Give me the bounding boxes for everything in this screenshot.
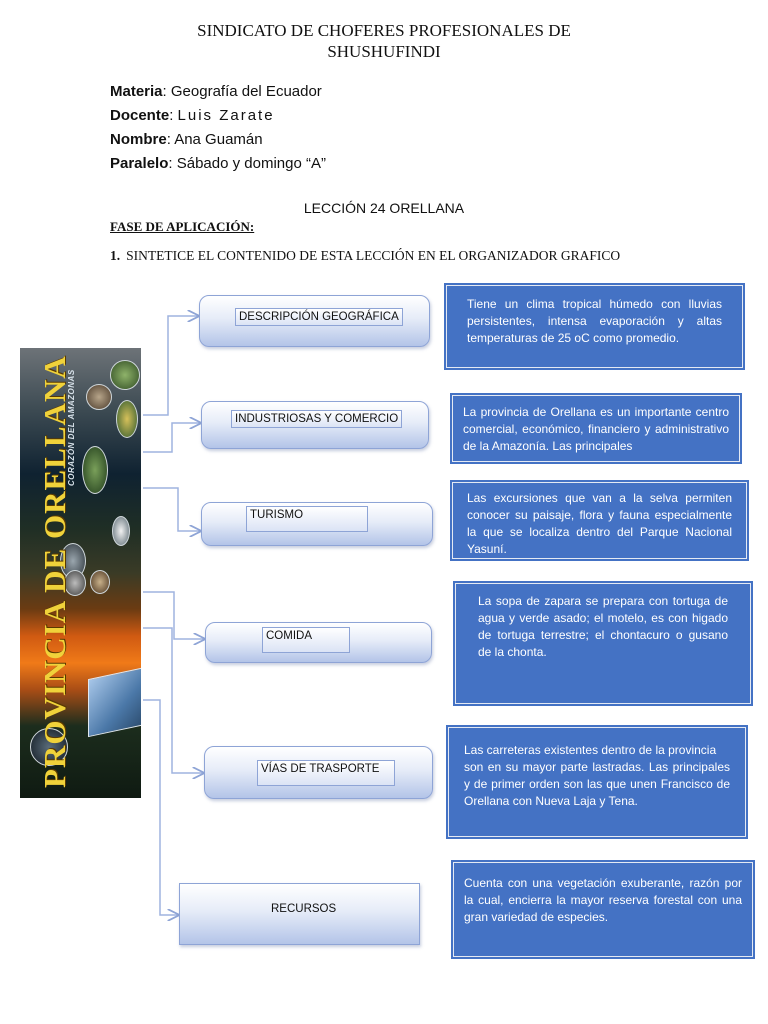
instruction: 1. SINTETICE EL CONTENIDO DE ESTA LECCIÓN… bbox=[110, 248, 620, 264]
document-title: SINDICATO DE CHOFERES PROFESIONALES DE S… bbox=[0, 20, 768, 62]
info-recursos: Cuenta con una vegetación exuberante, ra… bbox=[453, 862, 753, 957]
category-label: INDUSTRIOSAS Y COMERCIO bbox=[231, 410, 403, 428]
connector-descripcion bbox=[143, 316, 198, 416]
info-industriosas-comercio: La provincia de Orellana es un important… bbox=[452, 395, 740, 462]
category-vias-trasporte: VÍAS DE TRASPORTE bbox=[204, 746, 433, 799]
field-value: Ana Guamán bbox=[174, 131, 263, 148]
photo-thumb bbox=[82, 446, 108, 494]
connector-vias bbox=[143, 627, 203, 773]
category-label: COMIDA bbox=[262, 627, 350, 653]
category-comida: COMIDA bbox=[205, 622, 432, 663]
connector-comida bbox=[143, 591, 204, 639]
category-industriosas-comercio: INDUSTRIOSAS Y COMERCIO bbox=[201, 401, 429, 449]
field-value: Luis Zarate bbox=[177, 107, 275, 124]
category-label: TURISMO bbox=[246, 506, 368, 532]
category-recursos: RECURSOS bbox=[179, 883, 420, 945]
photo-thumb bbox=[116, 400, 138, 438]
field-label: Paralelo bbox=[110, 155, 169, 172]
info-vias-line-2: son en su mayor parte lastradas. Las pri… bbox=[464, 760, 730, 808]
category-label: VÍAS DE TRASPORTE bbox=[257, 760, 395, 786]
photo-thumb bbox=[64, 570, 86, 596]
instruction-number: 1. bbox=[110, 248, 121, 263]
info-turismo: Las excursiones que van a la selva permi… bbox=[452, 482, 747, 559]
field-materia: Materia: Geografía del Ecuador bbox=[110, 83, 322, 100]
title-line-2: SHUSHUFINDI bbox=[327, 42, 441, 61]
category-descripcion-geografica: DESCRIPCIÓN GEOGRÁFICA bbox=[199, 295, 430, 347]
field-label: Materia bbox=[110, 83, 163, 100]
photo-thumb bbox=[112, 516, 130, 546]
info-vias-line-1: Las carreteras existentes dentro de la p… bbox=[464, 743, 717, 757]
photo-thumb bbox=[30, 728, 68, 766]
photo-thumb bbox=[110, 360, 140, 390]
info-descripcion-geografica: Tiene un clima tropical húmedo con lluvi… bbox=[446, 285, 743, 368]
field-value: Sábado y domingo “A” bbox=[176, 155, 326, 172]
field-value: Geografía del Ecuador bbox=[170, 83, 322, 100]
orellana-banner-image: PROVINCIA DE ORELLANA CORAZÓN DEL AMAZON… bbox=[20, 348, 141, 798]
lesson-title: LECCIÓN 24 ORELLANA bbox=[303, 200, 465, 216]
photo-thumb bbox=[90, 570, 110, 594]
category-turismo: TURISMO bbox=[201, 502, 433, 546]
phase-heading: FASE DE APLICACIÓN: bbox=[110, 219, 255, 234]
connector-turismo bbox=[143, 487, 200, 531]
field-docente: Docente: Luis Zarate bbox=[110, 107, 275, 124]
category-label: RECURSOS bbox=[271, 903, 337, 915]
category-label: DESCRIPCIÓN GEOGRÁFICA bbox=[235, 308, 403, 326]
title-line-1: SINDICATO DE CHOFERES PROFESIONALES DE bbox=[197, 21, 571, 40]
lake-photo bbox=[88, 666, 141, 738]
connector-recursos bbox=[143, 699, 178, 915]
connector-industrias bbox=[143, 423, 200, 453]
photo-thumb bbox=[86, 384, 112, 410]
field-paralelo: Paralelo: Sábado y domingo “A” bbox=[110, 155, 326, 172]
instruction-text: SINTETICE EL CONTENIDO DE ESTA LECCIÓN E… bbox=[126, 248, 621, 263]
field-nombre: Nombre: Ana Guamán bbox=[110, 131, 263, 148]
banner-subtitle: CORAZÓN DEL AMAZONAS bbox=[67, 369, 76, 486]
field-label: Nombre bbox=[110, 131, 167, 148]
info-comida: La sopa de zapara se prepara con tortuga… bbox=[455, 583, 751, 704]
field-label: Docente bbox=[110, 107, 170, 124]
info-vias-trasporte: Las carreteras existentes dentro de la p… bbox=[448, 727, 746, 837]
